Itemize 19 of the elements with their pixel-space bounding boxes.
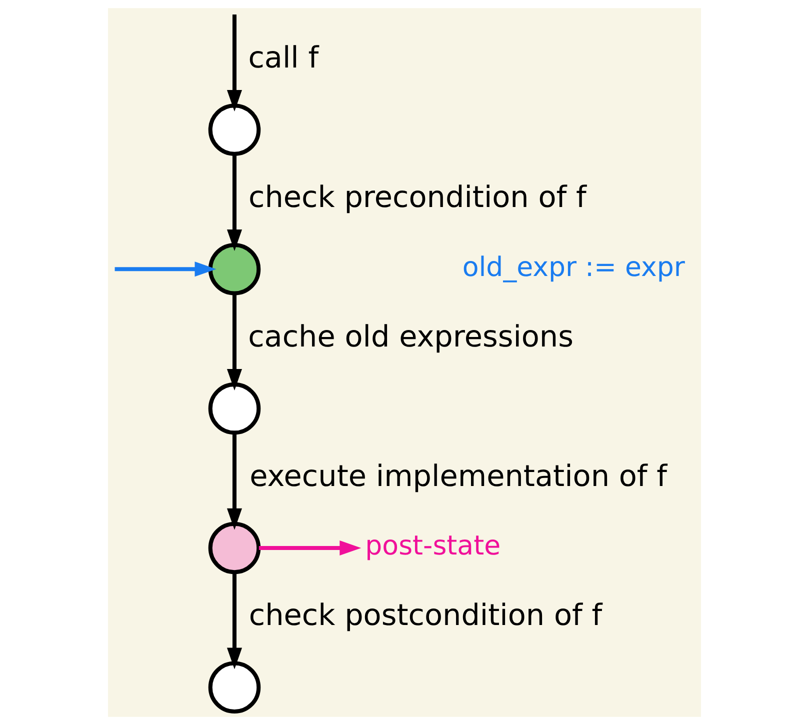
- arrow: [226, 433, 242, 530]
- edge-label: check postcondition of f: [248, 598, 602, 632]
- arrow: [226, 294, 242, 390]
- arrow: [226, 14, 242, 112]
- node-circle: [208, 522, 261, 574]
- node-circle: [208, 243, 261, 296]
- arrow: [258, 540, 362, 556]
- arrow: [114, 262, 216, 277]
- node-circle: [208, 104, 261, 156]
- node-text: post-state: [365, 530, 501, 562]
- edge-label: cache old expressions: [248, 319, 574, 354]
- node-circle: [208, 661, 261, 714]
- arrow: [226, 572, 242, 670]
- edge-label: call f: [248, 40, 319, 75]
- edge-label: check precondition of f: [248, 180, 586, 214]
- edge-label: execute implementation of f: [250, 458, 668, 493]
- node-circle: [208, 382, 261, 435]
- arrow: [226, 154, 242, 252]
- label: old_expr := expr: [462, 252, 685, 283]
